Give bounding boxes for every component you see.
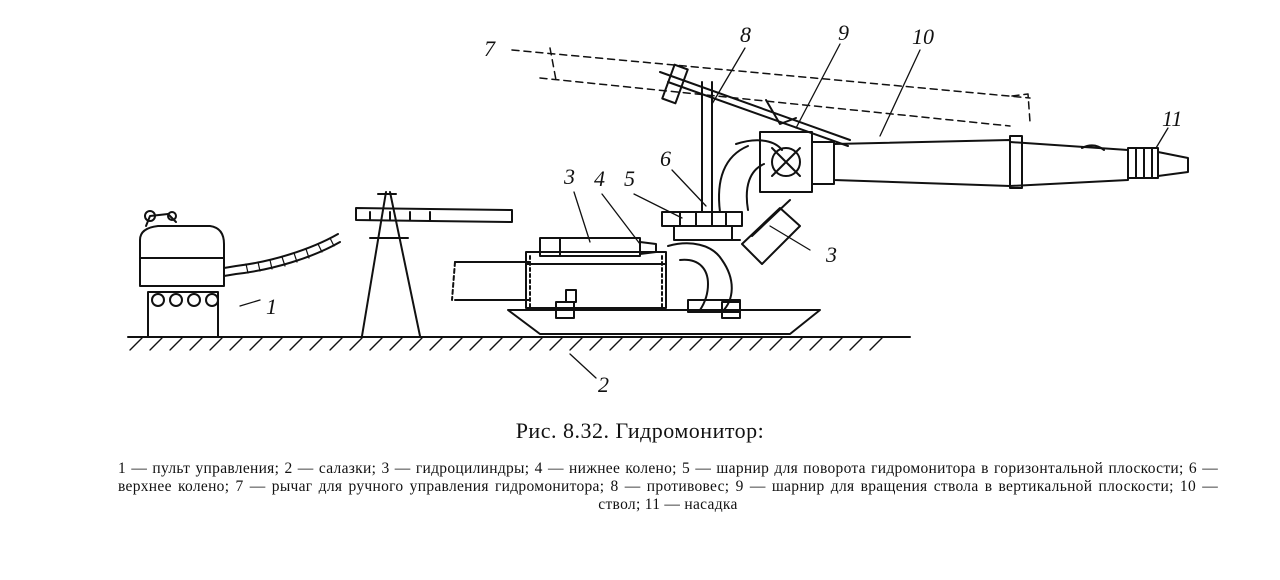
skid [507, 301, 821, 335]
nozzle [1127, 147, 1189, 179]
figure-caption-title: Рис. 8.32. Гидромонитор: [515, 418, 765, 443]
vertical-joint [759, 131, 835, 193]
hydraulic-cylinders [525, 237, 667, 309]
label-6: 6 [660, 146, 671, 171]
label-4: 4 [594, 166, 605, 191]
lever-phantom [511, 47, 1031, 127]
label-9: 9 [838, 20, 849, 45]
label-5: 5 [624, 166, 635, 191]
counterweight [659, 63, 851, 213]
leader-lines [239, 43, 1169, 379]
label-11: 11 [1162, 106, 1182, 131]
label-3-lower: 3 [825, 242, 837, 267]
callout-labels: 1 2 3 3 4 5 6 7 8 9 10 11 [266, 20, 1182, 397]
label-7: 7 [484, 36, 496, 61]
figure-caption-legend: 1 — пульт управления; 2 — салазки; 3 — г… [118, 460, 1218, 513]
inlet-pipe [451, 261, 531, 301]
label-8: 8 [740, 22, 751, 47]
barrel [833, 135, 1129, 189]
lower-elbow [667, 239, 741, 313]
ground [127, 336, 911, 351]
label-3-upper: 3 [563, 164, 575, 189]
label-1: 1 [266, 294, 277, 319]
label-2: 2 [598, 372, 609, 397]
hydromonitor-drawing: 1 2 3 3 4 5 6 7 8 9 10 11 [127, 20, 1189, 397]
pipe-support [355, 191, 513, 337]
control-panel [139, 210, 341, 338]
label-10: 10 [912, 24, 934, 49]
